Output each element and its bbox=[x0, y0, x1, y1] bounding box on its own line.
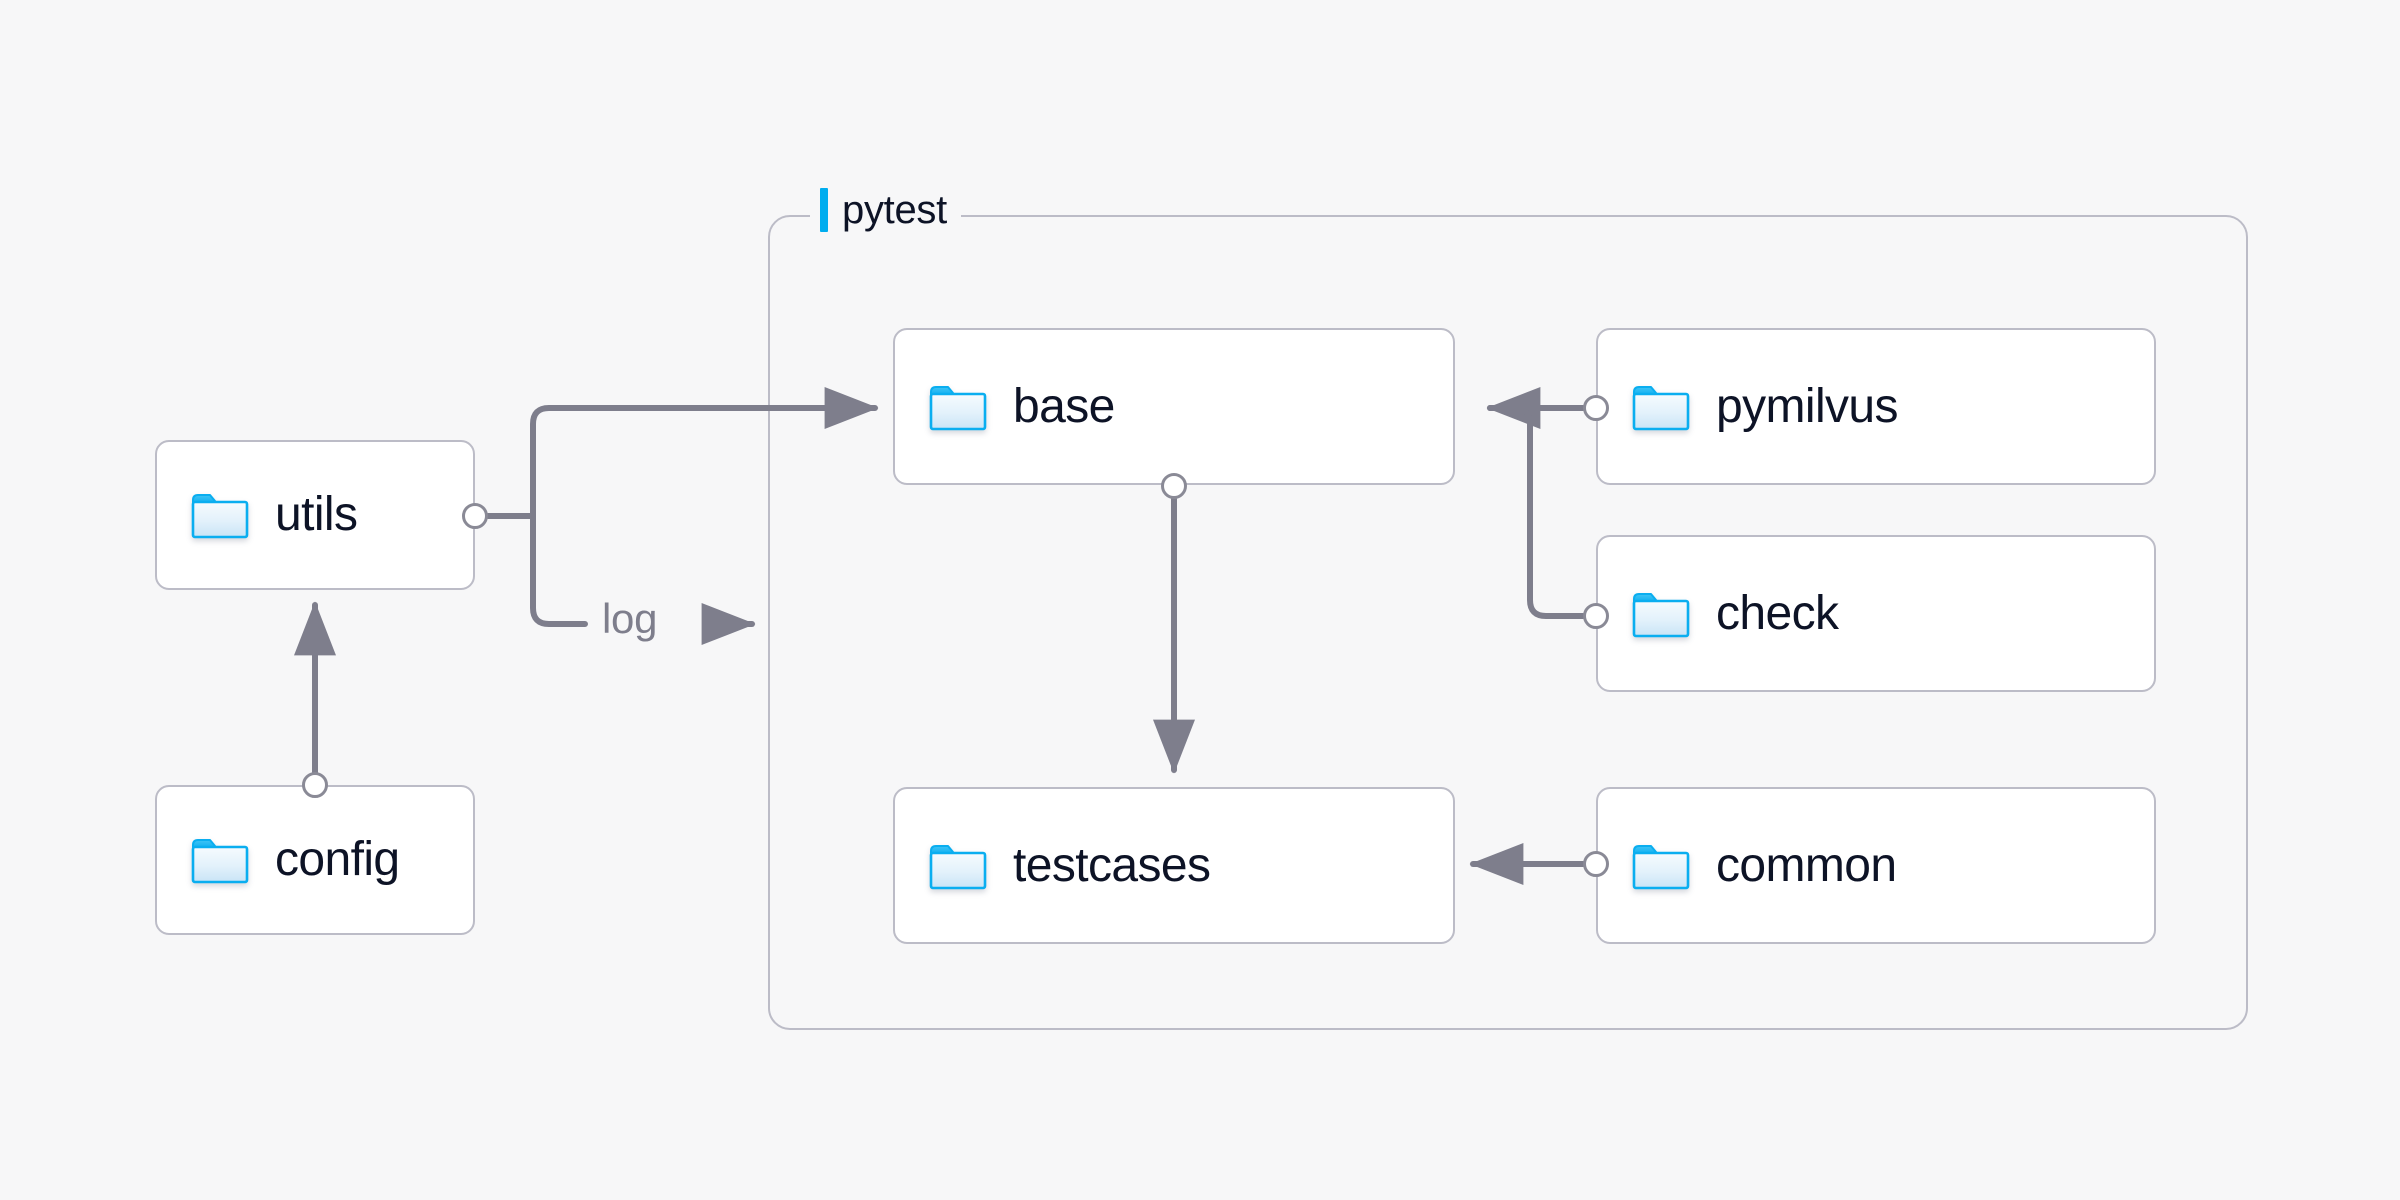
node-testcases[interactable]: testcases bbox=[893, 787, 1455, 944]
node-check-label: check bbox=[1716, 586, 1839, 640]
port-check-left[interactable] bbox=[1583, 603, 1609, 629]
port-common-left[interactable] bbox=[1583, 851, 1609, 877]
node-check-content: check bbox=[1598, 586, 1839, 640]
node-check[interactable]: check bbox=[1596, 535, 2156, 692]
node-config[interactable]: config bbox=[155, 785, 475, 935]
node-base-content: base bbox=[895, 382, 1115, 432]
edge-label-log: log bbox=[596, 598, 664, 640]
node-common-content: common bbox=[1598, 838, 1897, 892]
folder-icon bbox=[929, 385, 987, 430]
folder-icon bbox=[1632, 844, 1690, 889]
folder-icon bbox=[1632, 592, 1690, 637]
accent-bar-icon bbox=[820, 188, 828, 232]
edge-utils-log bbox=[530, 513, 588, 627]
node-utils-content: utils bbox=[157, 488, 358, 541]
node-testcases-content: testcases bbox=[895, 838, 1211, 892]
pytest-group-label: pytest bbox=[810, 188, 961, 232]
port-pymilvus-left[interactable] bbox=[1583, 395, 1609, 421]
folder-icon bbox=[191, 494, 249, 539]
port-config-top[interactable] bbox=[302, 772, 328, 798]
node-pymilvus-label: pymilvus bbox=[1716, 379, 1899, 433]
node-common-label: common bbox=[1716, 838, 1897, 892]
port-utils-right[interactable] bbox=[462, 503, 488, 529]
node-config-content: config bbox=[157, 835, 400, 885]
pytest-group-container[interactable] bbox=[768, 215, 2248, 1030]
port-base-bottom[interactable] bbox=[1161, 473, 1187, 499]
node-utils[interactable]: utils bbox=[155, 440, 475, 590]
node-pymilvus[interactable]: pymilvus bbox=[1596, 328, 2156, 485]
node-pymilvus-content: pymilvus bbox=[1598, 379, 1899, 433]
folder-icon bbox=[191, 839, 249, 884]
node-testcases-label: testcases bbox=[1013, 838, 1211, 892]
node-config-label: config bbox=[275, 833, 400, 886]
node-utils-label: utils bbox=[275, 488, 358, 541]
group-title-text: pytest bbox=[842, 188, 947, 232]
folder-icon bbox=[1632, 385, 1690, 430]
node-base-label: base bbox=[1013, 379, 1115, 433]
folder-icon bbox=[929, 844, 987, 889]
node-common[interactable]: common bbox=[1596, 787, 2156, 944]
node-base[interactable]: base bbox=[893, 328, 1455, 485]
